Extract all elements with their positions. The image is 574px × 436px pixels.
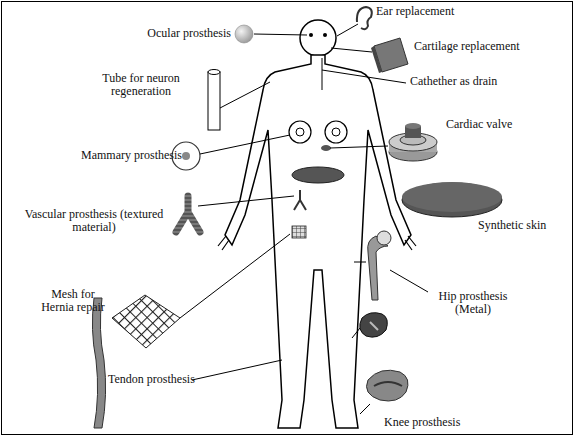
head bbox=[300, 20, 336, 56]
neuron-tube bbox=[208, 72, 220, 130]
part-label: Ocular prosthesis bbox=[96, 27, 231, 40]
part-label: Synthetic skin bbox=[478, 219, 568, 232]
part-label: Vascular prosthesis (textured material) bbox=[14, 208, 174, 234]
ocular-sphere bbox=[235, 25, 253, 43]
part-label: Mammary prosthesis bbox=[50, 149, 182, 162]
part-label: Tendon prosthesis bbox=[108, 373, 238, 386]
part-label: Hip prosthesis (Metal) bbox=[428, 290, 518, 316]
part-label: Cardiac valve bbox=[446, 118, 556, 131]
knee-implant bbox=[360, 313, 408, 401]
tendon-strip bbox=[92, 298, 105, 428]
part-label: Knee prosthesis bbox=[384, 416, 504, 429]
part-label: Cathether as drain bbox=[410, 75, 540, 88]
hip-stem bbox=[368, 231, 391, 300]
part-label: Tube for neuron regeneration bbox=[82, 72, 200, 98]
part-label: Ear replacement bbox=[376, 5, 486, 18]
hernia-mesh bbox=[112, 295, 180, 348]
part-label: Cartilage replacement bbox=[414, 40, 554, 53]
synthetic-skin-disc bbox=[402, 183, 502, 217]
part-label: Mesh for Hernia repair bbox=[36, 288, 110, 314]
body-outline bbox=[225, 55, 411, 428]
vascular-graft bbox=[176, 196, 200, 232]
cardiac-valve bbox=[389, 123, 437, 161]
ear-implant bbox=[357, 7, 372, 29]
